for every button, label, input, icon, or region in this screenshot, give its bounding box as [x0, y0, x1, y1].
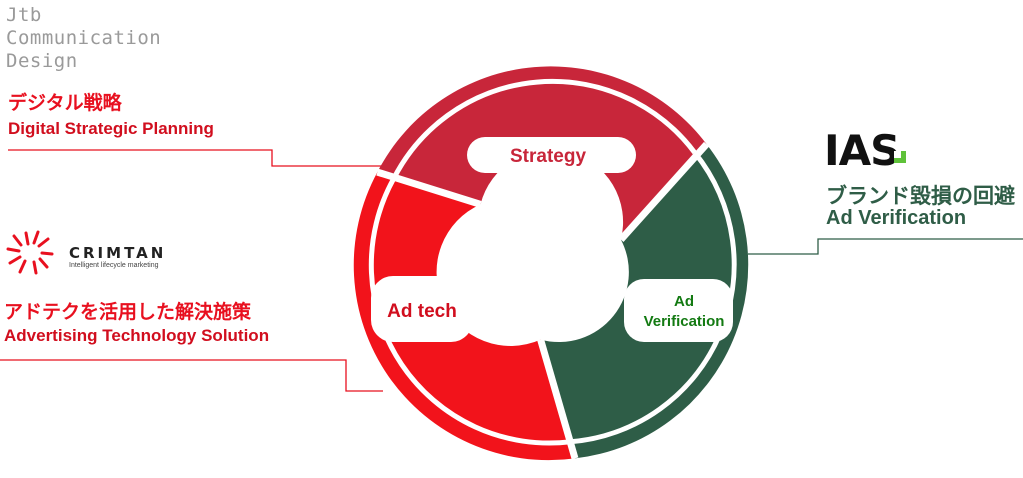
- adtech-segment: [353, 172, 575, 461]
- ias-logo-name: IAS: [824, 126, 900, 175]
- strategy-en-title: Digital Strategic Planning: [8, 119, 214, 138]
- adtech-label: Ad tech: [387, 301, 457, 322]
- adtech-en-title: Advertising Technology Solution: [4, 326, 270, 345]
- verification-leader-line: [748, 238, 1023, 255]
- verification-label-line1: Ad: [674, 293, 694, 310]
- ias-logo-accent-icon: [894, 151, 906, 163]
- adtech-jp-title: アドテクを活用した解決施策: [4, 302, 252, 323]
- brand-line-3: Design: [6, 50, 78, 72]
- wheel-center: [476, 200, 616, 340]
- adtech-pill: [371, 276, 473, 342]
- crimtan-logo-tagline: Intelligent lifecycle marketing: [69, 262, 159, 269]
- brand-logo-text: Jtb Communication Design: [6, 4, 161, 73]
- verification-en-title: Ad Verification: [826, 207, 967, 229]
- brand-line-1: Jtb: [6, 4, 42, 26]
- strategy-jp-title: デジタル戦略: [8, 93, 122, 114]
- verification-jp-title: ブランド毀損の回避: [826, 185, 1015, 208]
- adtech-leader-line: [0, 359, 383, 392]
- strategy-pill: [467, 137, 636, 173]
- crimtan-logo-icon: [6, 230, 58, 276]
- brand-line-2: Communication: [6, 27, 162, 49]
- verification-pill: [624, 279, 733, 342]
- strategy-leader-line: [8, 149, 384, 167]
- crimtan-logo-name: CRIMTAN: [69, 244, 167, 262]
- verification-label-line2: Verification: [644, 313, 725, 330]
- strategy-label: Strategy: [510, 146, 586, 167]
